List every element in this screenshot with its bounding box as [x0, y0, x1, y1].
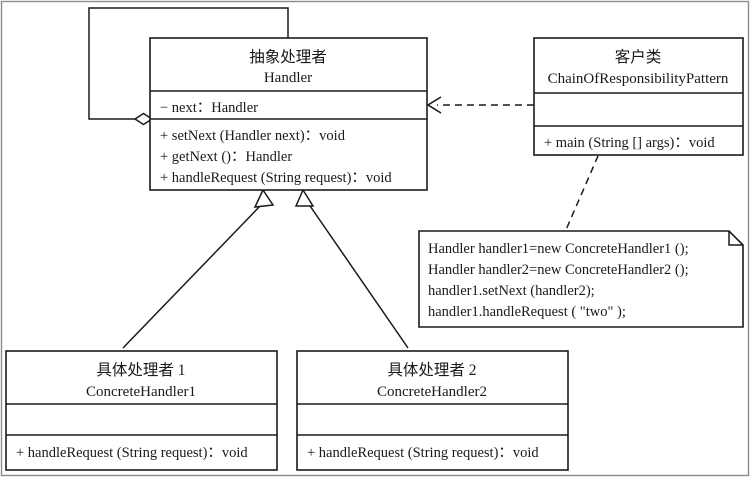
note-fold-icon — [728, 231, 743, 246]
concrete2-title-cn: 具体处理者 2 — [387, 361, 476, 379]
handler-title-en: Handler — [264, 70, 312, 86]
note-anchor-line — [561, 155, 599, 240]
concrete1-title-cn: 具体处理者 1 — [96, 361, 185, 379]
relation-client-dependency — [426, 96, 534, 114]
generalization-1-line — [122, 202, 264, 349]
handler-outline — [149, 37, 428, 191]
note-line-2: handler1.setNext (handler2); — [428, 283, 595, 299]
handler-operation-2: + handleRequest (String request)：void — [160, 170, 392, 186]
concrete1-operation-0: + handleRequest (String request)：void — [16, 445, 248, 461]
relation-generalization-2 — [294, 188, 409, 349]
concrete2-operation-0: + handleRequest (String request)：void — [307, 445, 539, 461]
concrete2-title-en: ConcreteHandler2 — [377, 384, 487, 400]
note-line-3: handler1.handleRequest ( "two" ); — [428, 304, 626, 320]
self-aggregation-line — [88, 7, 289, 120]
handler-operation-0: + setNext (Handler next)：void — [160, 128, 346, 144]
generalization-1-triangle-icon — [253, 188, 275, 208]
handler-operation-1: + getNext ()：Handler — [160, 149, 292, 165]
concrete2-outline — [296, 350, 569, 471]
class-box-concrete-handler-2[interactable]: 具体处理者 2 ConcreteHandler2 + handleRequest… — [296, 350, 569, 471]
note-client-code[interactable]: Handler handler1=new ConcreteHandler1 ()… — [418, 230, 744, 328]
handler-title-cn: 抽象处理者 — [249, 48, 327, 66]
generalization-2-line — [307, 202, 409, 349]
note-outline — [418, 230, 744, 328]
client-operation-0: + main (String [] args)：void — [544, 135, 715, 151]
dependency-open-arrow-icon — [426, 96, 442, 114]
class-box-client[interactable]: 客户类 ChainOfResponsibilityPattern + main … — [533, 37, 744, 156]
generalization-2-triangle-icon — [294, 188, 315, 207]
client-title-cn: 客户类 — [615, 48, 662, 66]
class-box-handler[interactable]: 抽象处理者 Handler − next：Handler + setNext (… — [149, 37, 428, 191]
note-line-1: Handler handler2=new ConcreteHandler2 ()… — [428, 262, 689, 278]
relation-generalization-1 — [122, 188, 275, 349]
class-box-concrete-handler-1[interactable]: 具体处理者 1 ConcreteHandler1 + handleRequest… — [5, 350, 278, 471]
concrete1-outline — [5, 350, 278, 471]
client-title-en: ChainOfResponsibilityPattern — [548, 71, 729, 87]
note-line-0: Handler handler1=new ConcreteHandler1 ()… — [428, 241, 689, 257]
concrete1-title-en: ConcreteHandler1 — [86, 384, 196, 400]
handler-attribute-0: − next：Handler — [160, 100, 258, 116]
client-outline — [533, 37, 744, 156]
